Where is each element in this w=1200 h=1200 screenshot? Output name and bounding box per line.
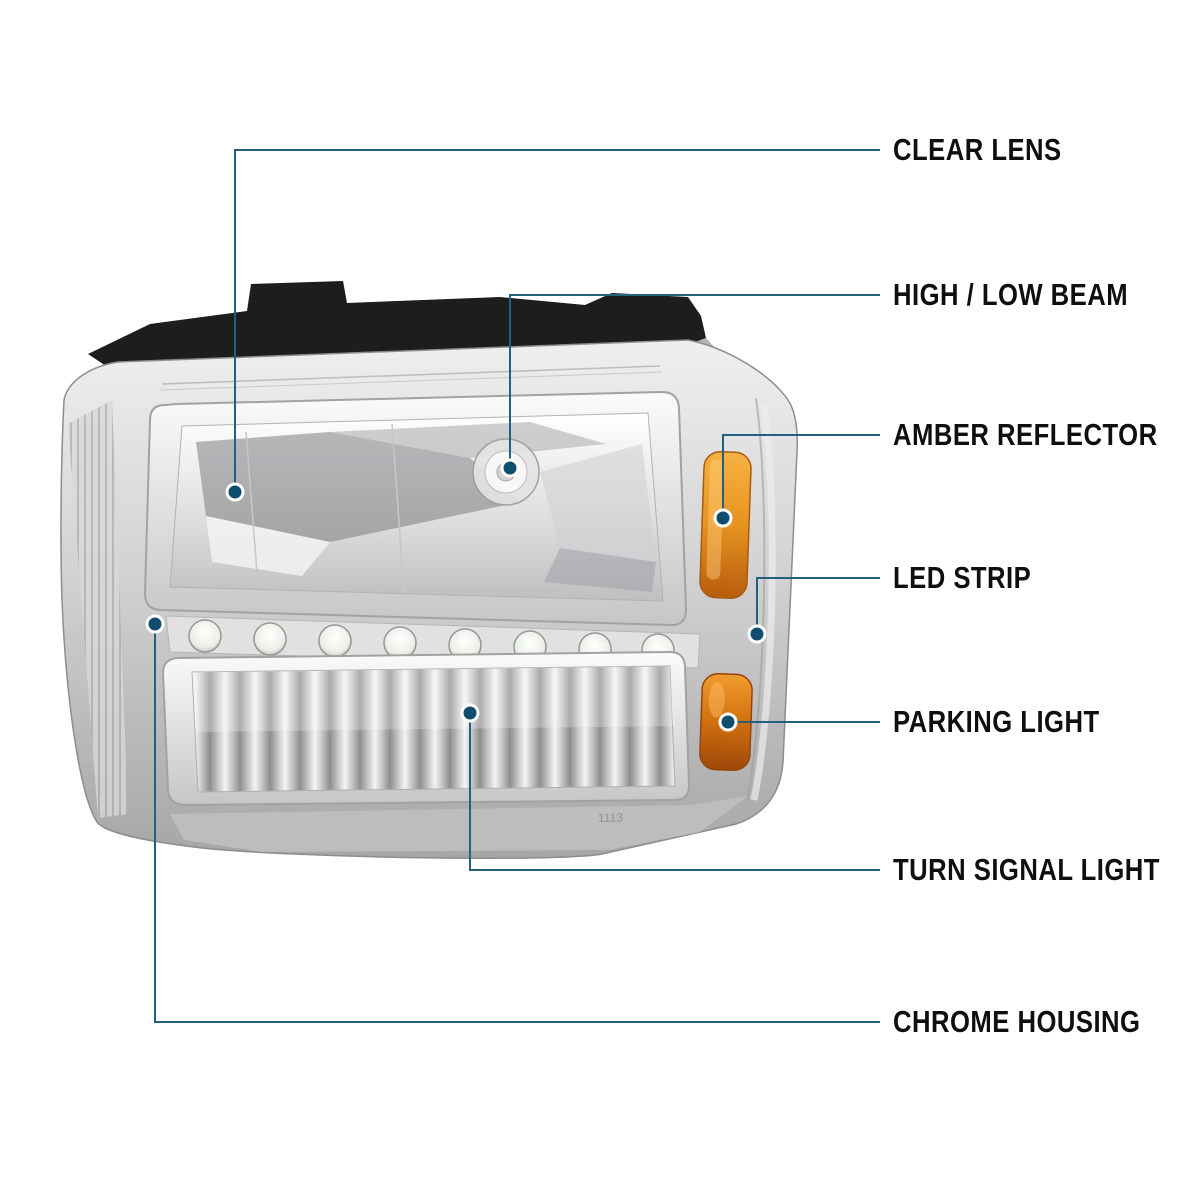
callout-line-clear-lens xyxy=(234,149,880,492)
callout-dot-amber-reflector xyxy=(713,508,733,528)
turn-signal-lower-section xyxy=(161,650,691,807)
callout-line-chrome-housing xyxy=(154,624,880,1023)
callout-dot-high-low-beam xyxy=(500,458,520,478)
callout-label-turn-signal-light: TURN SIGNAL LIGHT xyxy=(893,852,1160,887)
clear-lens-upper-section xyxy=(143,390,688,627)
housing-right-highlight xyxy=(746,397,776,803)
callout-label-clear-lens: CLEAR LENS xyxy=(893,132,1062,167)
callout-line-turn-signal-light xyxy=(469,713,880,871)
housing-bottom-lip xyxy=(170,796,748,852)
callout-label-led-strip: LED STRIP xyxy=(893,560,1032,595)
callout-line-high-low-beam xyxy=(509,294,880,468)
callout-dot-clear-lens xyxy=(225,482,245,502)
lens-side-ribs xyxy=(68,400,128,818)
lens-marking: 1113 xyxy=(598,811,623,825)
turn-signal-lens xyxy=(191,665,676,793)
callout-label-parking-light: PARKING LIGHT xyxy=(893,704,1100,739)
callout-dot-led-strip xyxy=(747,624,767,644)
callout-dot-chrome-housing xyxy=(145,614,165,634)
callout-label-high-low-beam: HIGH / LOW BEAM xyxy=(893,277,1129,312)
top-chrome-lines xyxy=(159,365,663,391)
callout-label-amber-reflector: AMBER REFLECTOR xyxy=(893,417,1158,452)
callout-line-amber-reflector xyxy=(722,434,880,518)
callout-lines xyxy=(145,149,880,1023)
callout-label-chrome-housing: CHROME HOUSING xyxy=(893,1004,1141,1039)
callout-dot-turn-signal-light xyxy=(460,703,480,723)
callout-line-led-strip xyxy=(756,577,880,634)
callout-dot-parking-light xyxy=(718,712,738,732)
